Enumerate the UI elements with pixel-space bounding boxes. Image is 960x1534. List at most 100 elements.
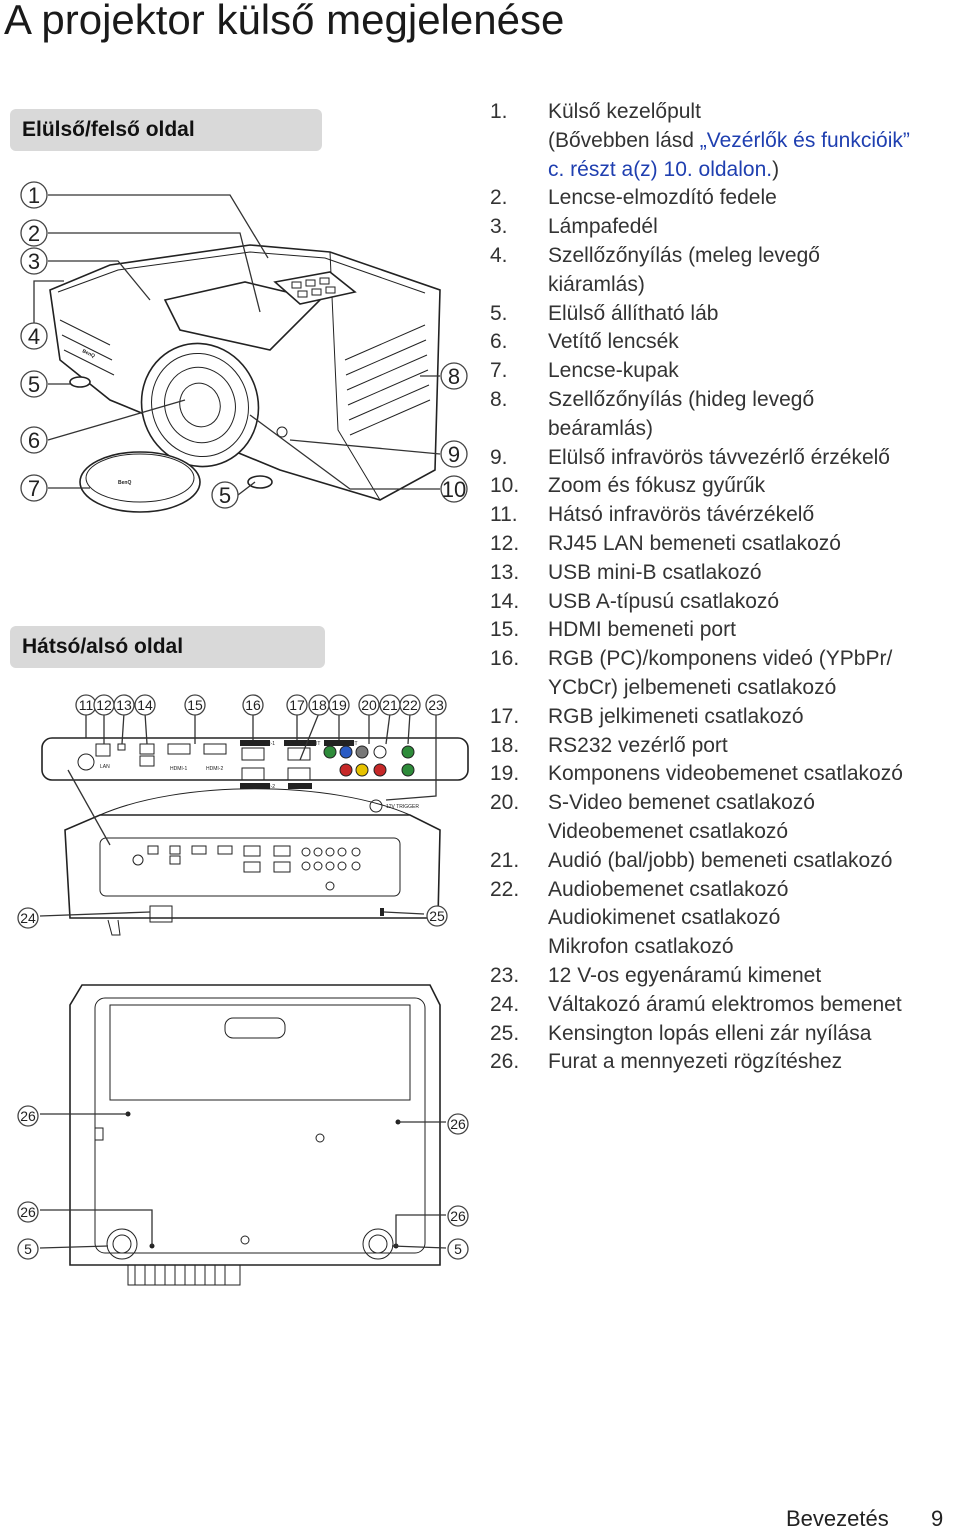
callout-circle: [20, 219, 48, 247]
callout-number: 5: [28, 372, 40, 397]
list-item-text: Lencse-kupak: [548, 359, 679, 383]
list-item-number: 13.: [490, 560, 520, 584]
callout-number: 15: [187, 697, 203, 713]
list-item: 4.Szellőzőnyílás (meleg levegő kiáramlás…: [490, 242, 910, 300]
list-item: 23. 12 V-os egyenáramú kimenet: [490, 962, 910, 991]
list-item-number: 5.: [490, 301, 508, 325]
list-item: 19.Komponens videobemenet csatlakozó: [490, 760, 910, 789]
list-item-text: USB mini-B csatlakozó: [548, 560, 762, 584]
list-item-number: 10.: [490, 474, 520, 498]
callout-number: 6: [28, 428, 40, 453]
callout-circle: [17, 1201, 39, 1223]
list-item-number: 25.: [490, 1021, 520, 1045]
callout-number: 5: [24, 1241, 32, 1257]
callout-number: 12: [96, 697, 112, 713]
callout-number: 23: [428, 697, 444, 713]
monitor-out-label: MONITOR OUT: [285, 741, 320, 747]
list-item-text: (Bővebben lásd: [548, 128, 700, 152]
list-item-number: 2.: [490, 186, 508, 210]
list-item: 26.Furat a mennyezeti rögzítéshez: [490, 1048, 910, 1077]
list-item-text: RS232 vezérlő port: [548, 733, 728, 757]
cross-reference-link[interactable]: „Vezérlők és funkcióik” c. részt a(z) 10…: [548, 128, 910, 181]
callout-circle: [20, 181, 48, 209]
list-item-suffix: ): [772, 157, 780, 181]
list-item-text: Kensington lopás elleni zár nyílása: [548, 1021, 872, 1045]
list-item: 24.Váltakozó áramú elektromos bemenet: [490, 991, 910, 1020]
list-item-text: Elülső infravörös távvezérlő érzékelő: [548, 445, 890, 469]
list-item: 17.RGB jelkimeneti csatlakozó: [490, 703, 910, 732]
list-item-number: 22.: [490, 877, 520, 901]
footer-section-name: Bevezetés: [786, 1506, 889, 1531]
front-leader-lines: [33, 194, 441, 496]
callout-circle: [20, 370, 48, 398]
callout-circle: [113, 694, 135, 716]
list-item: 21. Audió (bal/jobb) bemeneti csatlakozó: [490, 847, 910, 876]
hdmi2-label: HDMI-2: [206, 766, 223, 772]
parts-list: 1. Külső kezelőpult (Bővebben lásd „Vezérl…: [490, 98, 910, 1077]
list-item-number: 26.: [490, 1050, 520, 1074]
callout-number: 26: [450, 1116, 466, 1132]
callout-circle: [358, 694, 380, 716]
list-item-number: 4.: [490, 243, 508, 267]
projector-bottom-view: [69, 984, 441, 1286]
callout-circle: [20, 247, 48, 275]
list-item-text: Audió (bal/jobb) bemeneti csatlakozó: [548, 848, 893, 872]
callout-number: 19: [331, 697, 347, 713]
callout-circle: [17, 1238, 39, 1260]
list-item: (Bővebben lásd „Vezérlők és funkcióik” c…: [490, 127, 910, 185]
callout-number: 26: [20, 1108, 36, 1124]
list-item-text: RGB (PC)/komponens videó (YPbPr/ YCbCr) …: [548, 647, 893, 699]
callout-number: 18: [311, 697, 327, 713]
component-label: COMPONENT: [325, 741, 358, 747]
projector-front-view: BenQ BenQ: [49, 244, 441, 513]
list-item-number: 17.: [490, 704, 520, 728]
callout-number: 14: [137, 697, 153, 713]
footer-page-number: 9: [931, 1506, 944, 1531]
list-item-number: 19.: [490, 762, 520, 786]
callout-number: 26: [20, 1204, 36, 1220]
callout-circle: [242, 694, 264, 716]
callout-number: 17: [289, 697, 305, 713]
callout-number: 8: [448, 364, 460, 389]
callout-number: 11: [79, 697, 94, 713]
computer2-label: COMPUTER-2: [242, 784, 275, 790]
callout-number: 10: [442, 477, 466, 502]
callout-circle: [211, 481, 239, 509]
list-item-text: 12 V-os egyenáramú kimenet: [548, 963, 822, 987]
callout-circle: [20, 322, 48, 350]
list-item: 8.Szellőzőnyílás (hideg levegő beáramlás…: [490, 386, 910, 444]
hdmi1-label: HDMI-1: [170, 766, 187, 772]
list-item-number: 21.: [490, 848, 520, 872]
list-item: 12.RJ45 LAN bemeneti csatlakozó: [490, 530, 910, 559]
list-item: 20.S-Video bemenet csatlakozó Videobemen…: [490, 789, 910, 847]
callout-number: 9: [448, 442, 460, 467]
list-item-text: Lámpafedél: [548, 215, 658, 239]
back-leader-lines: [39, 712, 437, 917]
list-item-text: HDMI bemeneti port: [548, 618, 736, 642]
list-item-number: 16.: [490, 647, 520, 671]
list-item-number: 9.: [490, 445, 508, 469]
callout-number: 21: [382, 697, 398, 713]
callout-number: 26: [450, 1208, 466, 1224]
callout-number: 4: [28, 324, 40, 349]
callout-number: 25: [429, 908, 445, 924]
list-item-text: Külső kezelőpult: [548, 100, 701, 123]
callout-number: 20: [361, 697, 377, 713]
list-item: 22.Audiobemenet csatlakozó Audiokimenet …: [490, 876, 910, 962]
callout-number: 13: [116, 697, 132, 713]
callout-circle: [328, 694, 350, 716]
list-item-number: 23.: [490, 963, 520, 987]
list-item-text: USB A-típusú csatlakozó: [548, 589, 780, 613]
callout-circle: [20, 474, 48, 502]
list-item: 3.Lámpafedél: [490, 213, 910, 242]
list-item-text: Hátsó infravörös távérzékelő: [548, 503, 815, 527]
list-item: 15.HDMI bemeneti port: [490, 616, 910, 645]
callout-circle: [399, 694, 421, 716]
list-item-number: 12.: [490, 531, 520, 555]
list-item-number: 1.: [490, 100, 508, 123]
callout-circle: [440, 440, 468, 468]
projector-back-panel: LAN HDMI-1 HDMI-2 COMPUTER-1 COMPUTER-2 …: [41, 737, 469, 813]
